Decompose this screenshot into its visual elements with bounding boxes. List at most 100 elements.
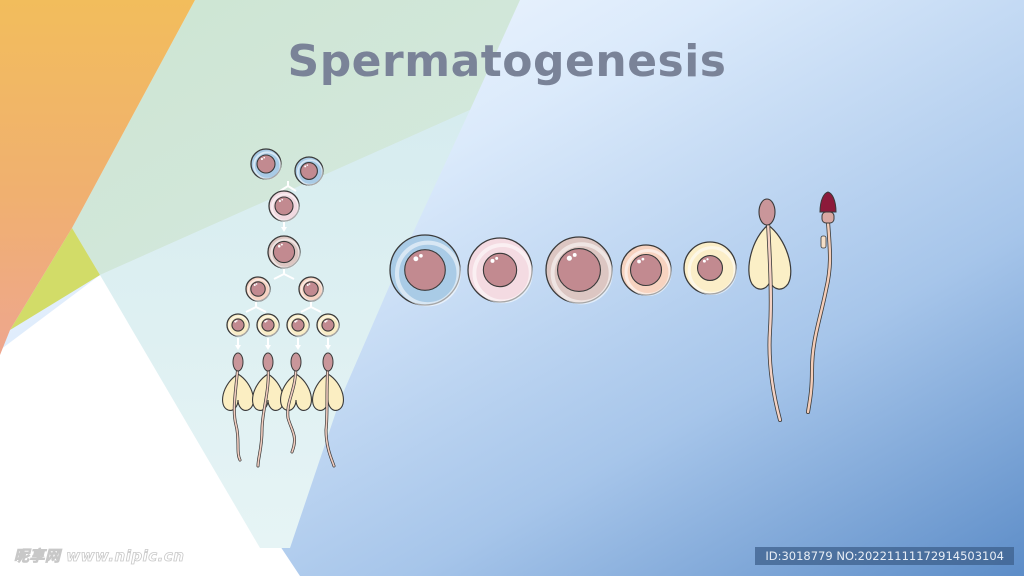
- stage-spermatid-shine: [702, 259, 706, 263]
- stage-late-spermatid: [748, 198, 792, 422]
- spermatozoon-2-head: [262, 352, 274, 372]
- spermatid-cell-1-highlight: [228, 315, 250, 337]
- stage-primary-spermatocyte: [545, 236, 613, 305]
- stage-secondary-spermatocyte-nucleus: [629, 253, 663, 287]
- spermatozoon-4-tail: [325, 364, 335, 467]
- spermatozoon-2-tail: [257, 364, 270, 467]
- division-arrow-1: [279, 181, 297, 192]
- spermatozoon-2: [252, 352, 284, 468]
- spermatid-cell-4: [316, 313, 340, 337]
- stage-secondary-spermatocyte-highlight: [624, 249, 672, 296]
- mature-sperm-tail: [806, 220, 832, 414]
- arrow-shaft: [273, 269, 295, 280]
- spermatid-cell-4-nucleus: [321, 318, 335, 332]
- arrow-head: [281, 227, 287, 232]
- spermatid-cell-3: [286, 313, 310, 337]
- spermatozoon-4-head: [322, 352, 334, 372]
- spermatozoon-1-tail: [233, 364, 241, 461]
- spermatid-cell-3-nucleus: [291, 318, 305, 332]
- spermatozoon-1-head: [232, 352, 244, 372]
- bg-lime-wedge: [10, 228, 100, 330]
- primary-spermatocyte-cell-shine: [280, 243, 283, 246]
- stage-secondary-spermatocyte-shine: [641, 257, 645, 261]
- secondary-spermatocyte-cell-1-shine: [253, 284, 256, 287]
- arrow-shaft: [300, 302, 322, 313]
- stage-spermatid-nucleus: [696, 254, 724, 282]
- stage-primary-spermatocyte-shine: [566, 255, 572, 261]
- stage-primary-spermatocyte-early: [467, 237, 533, 304]
- stage-primary-spermatocyte-early-highlight: [472, 243, 533, 304]
- stage-spermatogonium-shine: [413, 256, 419, 262]
- spermatid-cell-1-nucleus: [231, 318, 245, 332]
- stage-primary-spermatocyte-nucleus: [556, 248, 601, 293]
- secondary-spermatocyte-cell-2-shine: [306, 284, 309, 287]
- maturation-arrow-4: [325, 338, 331, 350]
- stage-secondary-spermatocyte: [620, 244, 672, 296]
- secondary-spermatocyte-cell-2-nucleus: [303, 281, 319, 297]
- late-spermatid-head: [758, 198, 776, 226]
- meiosis-arrow-1: [273, 269, 295, 280]
- spermatid-cell-1-shine: [235, 319, 238, 322]
- stage-primary-spermatocyte-highlight: [550, 242, 613, 305]
- arrow-head: [235, 345, 241, 350]
- spermatid-cell-3-shine: [295, 319, 298, 322]
- stage-spermatid-shine: [706, 258, 709, 261]
- image-id-badge: ID:3018779 NO:20221111172914503104: [755, 547, 1014, 565]
- arrow-shaft: [245, 302, 267, 313]
- bg-orange-band: [0, 0, 195, 355]
- spermatogonium-cell-2: [294, 156, 324, 186]
- secondary-spermatocyte-cell-1: [245, 276, 271, 302]
- stage-spermatid-highlight: [687, 246, 737, 296]
- stage-primary-spermatocyte-early-shine: [490, 258, 495, 263]
- stage-mature-sperm: [806, 191, 837, 414]
- spermatogonium-cell-1-highlight: [253, 151, 282, 180]
- secondary-spermatocyte-cell-1-nucleus: [250, 281, 266, 297]
- spermatid-cell-1-shine: [234, 320, 237, 323]
- spermatozoon-4: [312, 352, 344, 468]
- spermatogonium-cell-2-highlight: [296, 159, 324, 186]
- stage-spermatogonium-shine: [419, 253, 423, 258]
- primary-spermatocyte-cell-shine: [277, 244, 281, 248]
- primary-spermatocyte-early-cell-highlight: [271, 193, 300, 222]
- spermatid-cell-3-shine: [294, 320, 297, 323]
- secondary-spermatocyte-cell-2-shine: [308, 283, 311, 285]
- spermatozoon-1: [222, 352, 254, 462]
- division-arrow-2: [281, 222, 287, 232]
- spermatogonium-cell-1-shine: [263, 156, 266, 159]
- bg-aqua-band: [100, 110, 470, 548]
- spermatid-cell-4-shine: [324, 320, 327, 323]
- stage-spermatogonium-nucleus: [404, 249, 446, 291]
- stage-spermatogonium-highlight: [394, 240, 461, 307]
- stage-secondary-spermatocyte-shine: [637, 259, 641, 264]
- secondary-spermatocyte-cell-1-shine: [255, 283, 258, 285]
- spermatid-cell-2-highlight: [258, 315, 280, 337]
- spermatogonium-cell-1-shine: [260, 157, 264, 161]
- stage-spermatogonium: [389, 234, 461, 307]
- page-title: Spermatogenesis: [287, 36, 727, 87]
- spermatid-cell-2-nucleus: [261, 318, 275, 332]
- maturation-arrow-1: [235, 338, 241, 350]
- secondary-spermatocyte-cell-1-highlight: [247, 278, 271, 302]
- arrow-head: [265, 345, 271, 350]
- bg-mint-band: [72, 0, 520, 275]
- secondary-spermatocyte-cell-2-highlight: [300, 278, 324, 302]
- mature-sperm-midpiece: [821, 211, 835, 224]
- spermatozoon-3-tail: [286, 364, 297, 453]
- primary-spermatocyte-cell-highlight: [270, 238, 301, 269]
- meiosis-arrow-2: [245, 302, 267, 313]
- meiosis-arrow-3: [300, 302, 322, 313]
- late-spermatid-tail: [766, 220, 782, 422]
- spermatid-cell-2-shine: [265, 319, 268, 322]
- primary-spermatocyte-early-cell: [268, 190, 300, 222]
- mature-sperm-head: [819, 191, 837, 213]
- primary-spermatocyte-early-cell-nucleus: [274, 196, 294, 216]
- secondary-spermatocyte-cell-2: [298, 276, 324, 302]
- spermatozoon-3-head: [290, 352, 302, 372]
- stage-primary-spermatocyte-shine: [572, 253, 577, 257]
- spermatogonium-cell-2-shine: [306, 164, 309, 166]
- spermatid-cell-4-highlight: [318, 315, 340, 337]
- spermatogonium-cell-2-shine: [304, 165, 307, 168]
- bg-white-wedge: [0, 275, 300, 576]
